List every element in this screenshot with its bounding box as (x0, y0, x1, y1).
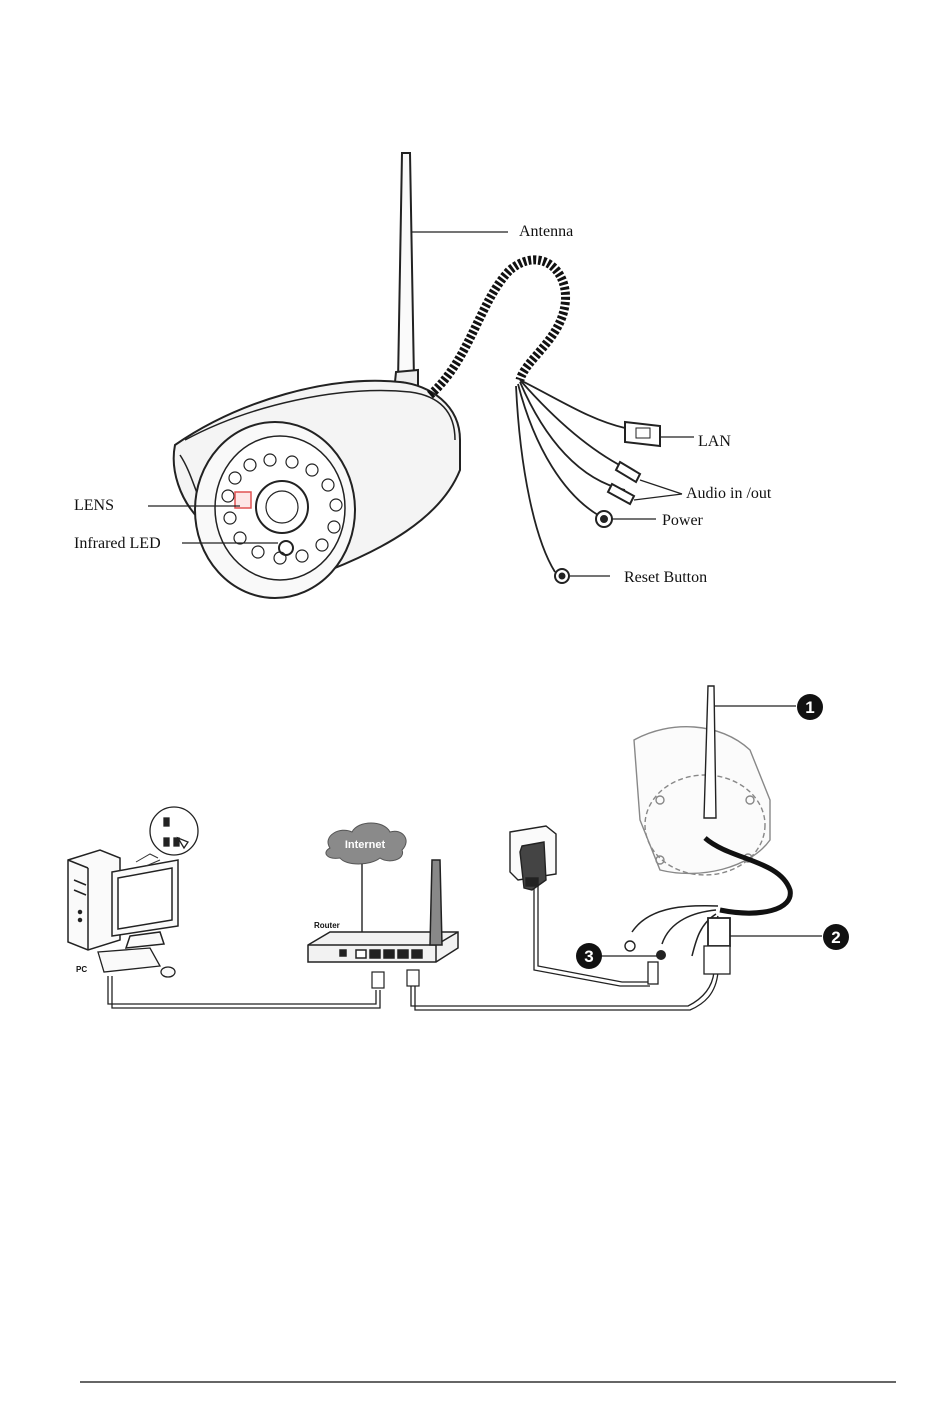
camera-small-lan-plug (704, 946, 730, 974)
camera-small-lan-port (708, 918, 730, 946)
lan-connector (625, 422, 660, 446)
callout-1: 1 (797, 694, 823, 720)
camera-small-power-plug (648, 962, 658, 984)
label-lens: LENS (74, 497, 114, 514)
router-lan-plug-2 (407, 970, 419, 986)
coiled-cable (430, 260, 566, 395)
audio-connector-1 (616, 462, 640, 482)
label-lan: LAN (698, 433, 731, 450)
wall-socket (510, 826, 556, 890)
label-router: Router (314, 921, 340, 930)
label-pc: PC (76, 965, 87, 974)
svg-text:2: 2 (831, 928, 840, 947)
label-audio: Audio in /out (686, 485, 772, 502)
callout-3: 3 (576, 943, 602, 969)
pc-monitor (112, 860, 178, 948)
camera-small (634, 727, 770, 875)
svg-text:1: 1 (805, 698, 814, 717)
pc-keyboard (98, 948, 160, 972)
pc-mouse (161, 967, 175, 977)
label-internet: Internet (345, 839, 386, 851)
label-reset-button: Reset Button (624, 569, 707, 586)
label-infrared-led: Infrared LED (74, 535, 161, 552)
switch-icon (150, 807, 198, 855)
label-antenna: Antenna (519, 223, 573, 240)
label-power: Power (662, 512, 704, 529)
internet-cloud-icon: Internet (326, 823, 406, 864)
antenna-shape (398, 153, 414, 382)
lens-shape (256, 481, 308, 533)
callout-2: 2 (823, 924, 849, 950)
pigtail-wires (516, 380, 625, 572)
camera-small-reset (625, 941, 635, 951)
router-lan-plug-1 (372, 972, 384, 988)
svg-text:3: 3 (584, 947, 593, 966)
audio-connector-2 (608, 484, 634, 504)
camera-small-power-jack (656, 950, 666, 960)
camera-illustration (174, 153, 660, 598)
router-device (308, 860, 458, 962)
